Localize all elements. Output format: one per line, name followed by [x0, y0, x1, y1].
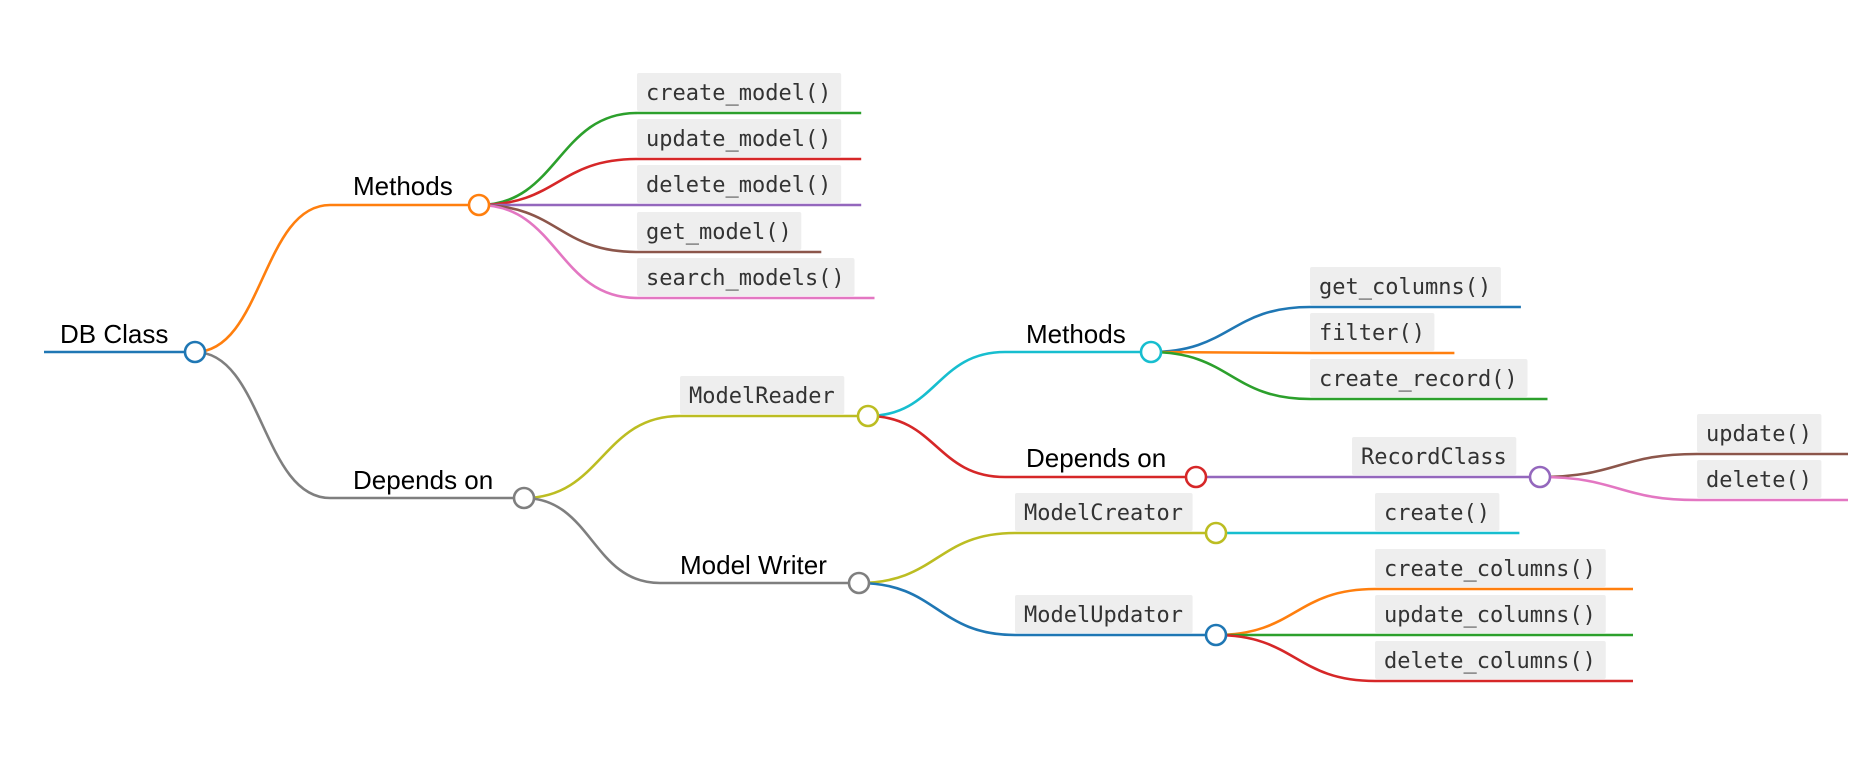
node-modelreader[interactable] [856, 404, 880, 428]
reader-depends-on-label: Depends on [1026, 443, 1166, 473]
recordclass-label-text: RecordClass [1361, 445, 1507, 470]
modelcreator-label[interactable]: ModelCreator [1015, 493, 1193, 531]
method-create-model-background [637, 73, 842, 111]
method-update-model[interactable]: update_model() [637, 119, 842, 157]
node-modelcreator[interactable] [1204, 521, 1228, 545]
node-depends-on[interactable] [512, 486, 536, 510]
edge-modelreader-methods [867, 350, 1006, 418]
method-delete-columns-text: delete_columns() [1384, 649, 1596, 674]
method-search-models[interactable]: search_models() [637, 258, 855, 296]
method-create-record-text: create_record() [1319, 367, 1518, 392]
method-delete-model-background [637, 165, 842, 203]
modelcreator-label-background [1015, 493, 1193, 531]
method-create-text: create() [1384, 501, 1490, 526]
depends-on-label: Depends on [353, 465, 493, 495]
node-modelupdator[interactable] [1204, 623, 1228, 647]
edge-search-models [478, 203, 638, 300]
modelreader-label-text: ModelReader [689, 384, 835, 409]
edge-get-columns [1150, 305, 1311, 354]
edge-get-model [478, 203, 638, 254]
edge-filter [1150, 350, 1311, 355]
method-update-text: update() [1706, 422, 1812, 447]
method-update-background [1697, 414, 1822, 452]
edge-delete [1539, 475, 1698, 502]
edge-create-record [1150, 350, 1311, 401]
node-root[interactable] [183, 340, 207, 364]
edge-update [1539, 452, 1698, 479]
method-update-model-background [637, 119, 842, 157]
edge-root-methods [194, 203, 331, 354]
method-create-model[interactable]: create_model() [637, 73, 842, 111]
method-create-columns-text: create_columns() [1384, 557, 1596, 582]
modelcreator-label-text: ModelCreator [1024, 501, 1183, 526]
modelreader-label[interactable]: ModelReader [680, 376, 845, 414]
method-get-columns-text: get_columns() [1319, 275, 1491, 300]
method-create-columns-background [1375, 549, 1606, 587]
method-get-model[interactable]: get_model() [637, 212, 802, 250]
edge-depends-modelwriter [523, 496, 661, 585]
node-recordclass[interactable] [1528, 465, 1552, 489]
method-filter[interactable]: filter() [1310, 313, 1435, 351]
node-reader-depends-on[interactable] [1184, 465, 1208, 489]
method-delete-columns[interactable]: delete_columns() [1375, 641, 1606, 679]
node-reader-methods[interactable] [1139, 340, 1163, 364]
method-get-columns-background [1310, 267, 1501, 305]
method-delete-model[interactable]: delete_model() [637, 165, 842, 203]
modelupdator-label-background [1015, 595, 1193, 633]
edge-update-model [478, 157, 638, 207]
edge-delete-columns [1215, 633, 1376, 683]
method-update[interactable]: update() [1697, 414, 1822, 452]
modelupdator-label-text: ModelUpdator [1024, 603, 1183, 628]
method-create-model-text: create_model() [646, 81, 831, 106]
method-create-record[interactable]: create_record() [1310, 359, 1528, 397]
method-filter-background [1310, 313, 1435, 351]
method-delete-model-text: delete_model() [646, 173, 831, 198]
methods-label: Methods [353, 171, 453, 201]
edge-modelwriter-modelcreator [858, 531, 1016, 585]
method-update-model-text: update_model() [646, 127, 831, 152]
edge-modelwriter-modelupdator [858, 581, 1016, 637]
method-filter-text: filter() [1319, 321, 1425, 346]
edge-modelreader-depends-on [867, 414, 1006, 479]
reader-methods-label: Methods [1026, 319, 1126, 349]
method-delete-columns-background [1375, 641, 1606, 679]
method-delete[interactable]: delete() [1697, 460, 1822, 498]
edge-root-depends-on [194, 350, 331, 500]
edge-create-columns [1215, 587, 1376, 637]
root-label: DB Class [60, 319, 168, 349]
method-get-model-text: get_model() [646, 220, 792, 245]
method-get-model-background [637, 212, 802, 250]
node-methods[interactable] [467, 193, 491, 217]
recordclass-label-background [1352, 437, 1517, 475]
method-delete-text: delete() [1706, 468, 1812, 493]
node-modelwriter[interactable] [847, 571, 871, 595]
method-create-columns[interactable]: create_columns() [1375, 549, 1606, 587]
method-search-models-background [637, 258, 855, 296]
modelreader-label-background [680, 376, 845, 414]
method-get-columns[interactable]: get_columns() [1310, 267, 1501, 305]
method-search-models-text: search_models() [646, 266, 845, 291]
recordclass-label[interactable]: RecordClass [1352, 437, 1517, 475]
edge-create-model [478, 111, 638, 207]
modelupdator-label[interactable]: ModelUpdator [1015, 595, 1193, 633]
method-update-columns-background [1375, 595, 1606, 633]
method-create-background [1375, 493, 1500, 531]
method-create[interactable]: create() [1375, 493, 1500, 531]
method-update-columns[interactable]: update_columns() [1375, 595, 1606, 633]
method-create-record-background [1310, 359, 1528, 397]
method-update-columns-text: update_columns() [1384, 603, 1596, 628]
modelwriter-label: Model Writer [680, 550, 827, 580]
method-delete-background [1697, 460, 1822, 498]
edge-depends-modelreader [523, 414, 681, 500]
